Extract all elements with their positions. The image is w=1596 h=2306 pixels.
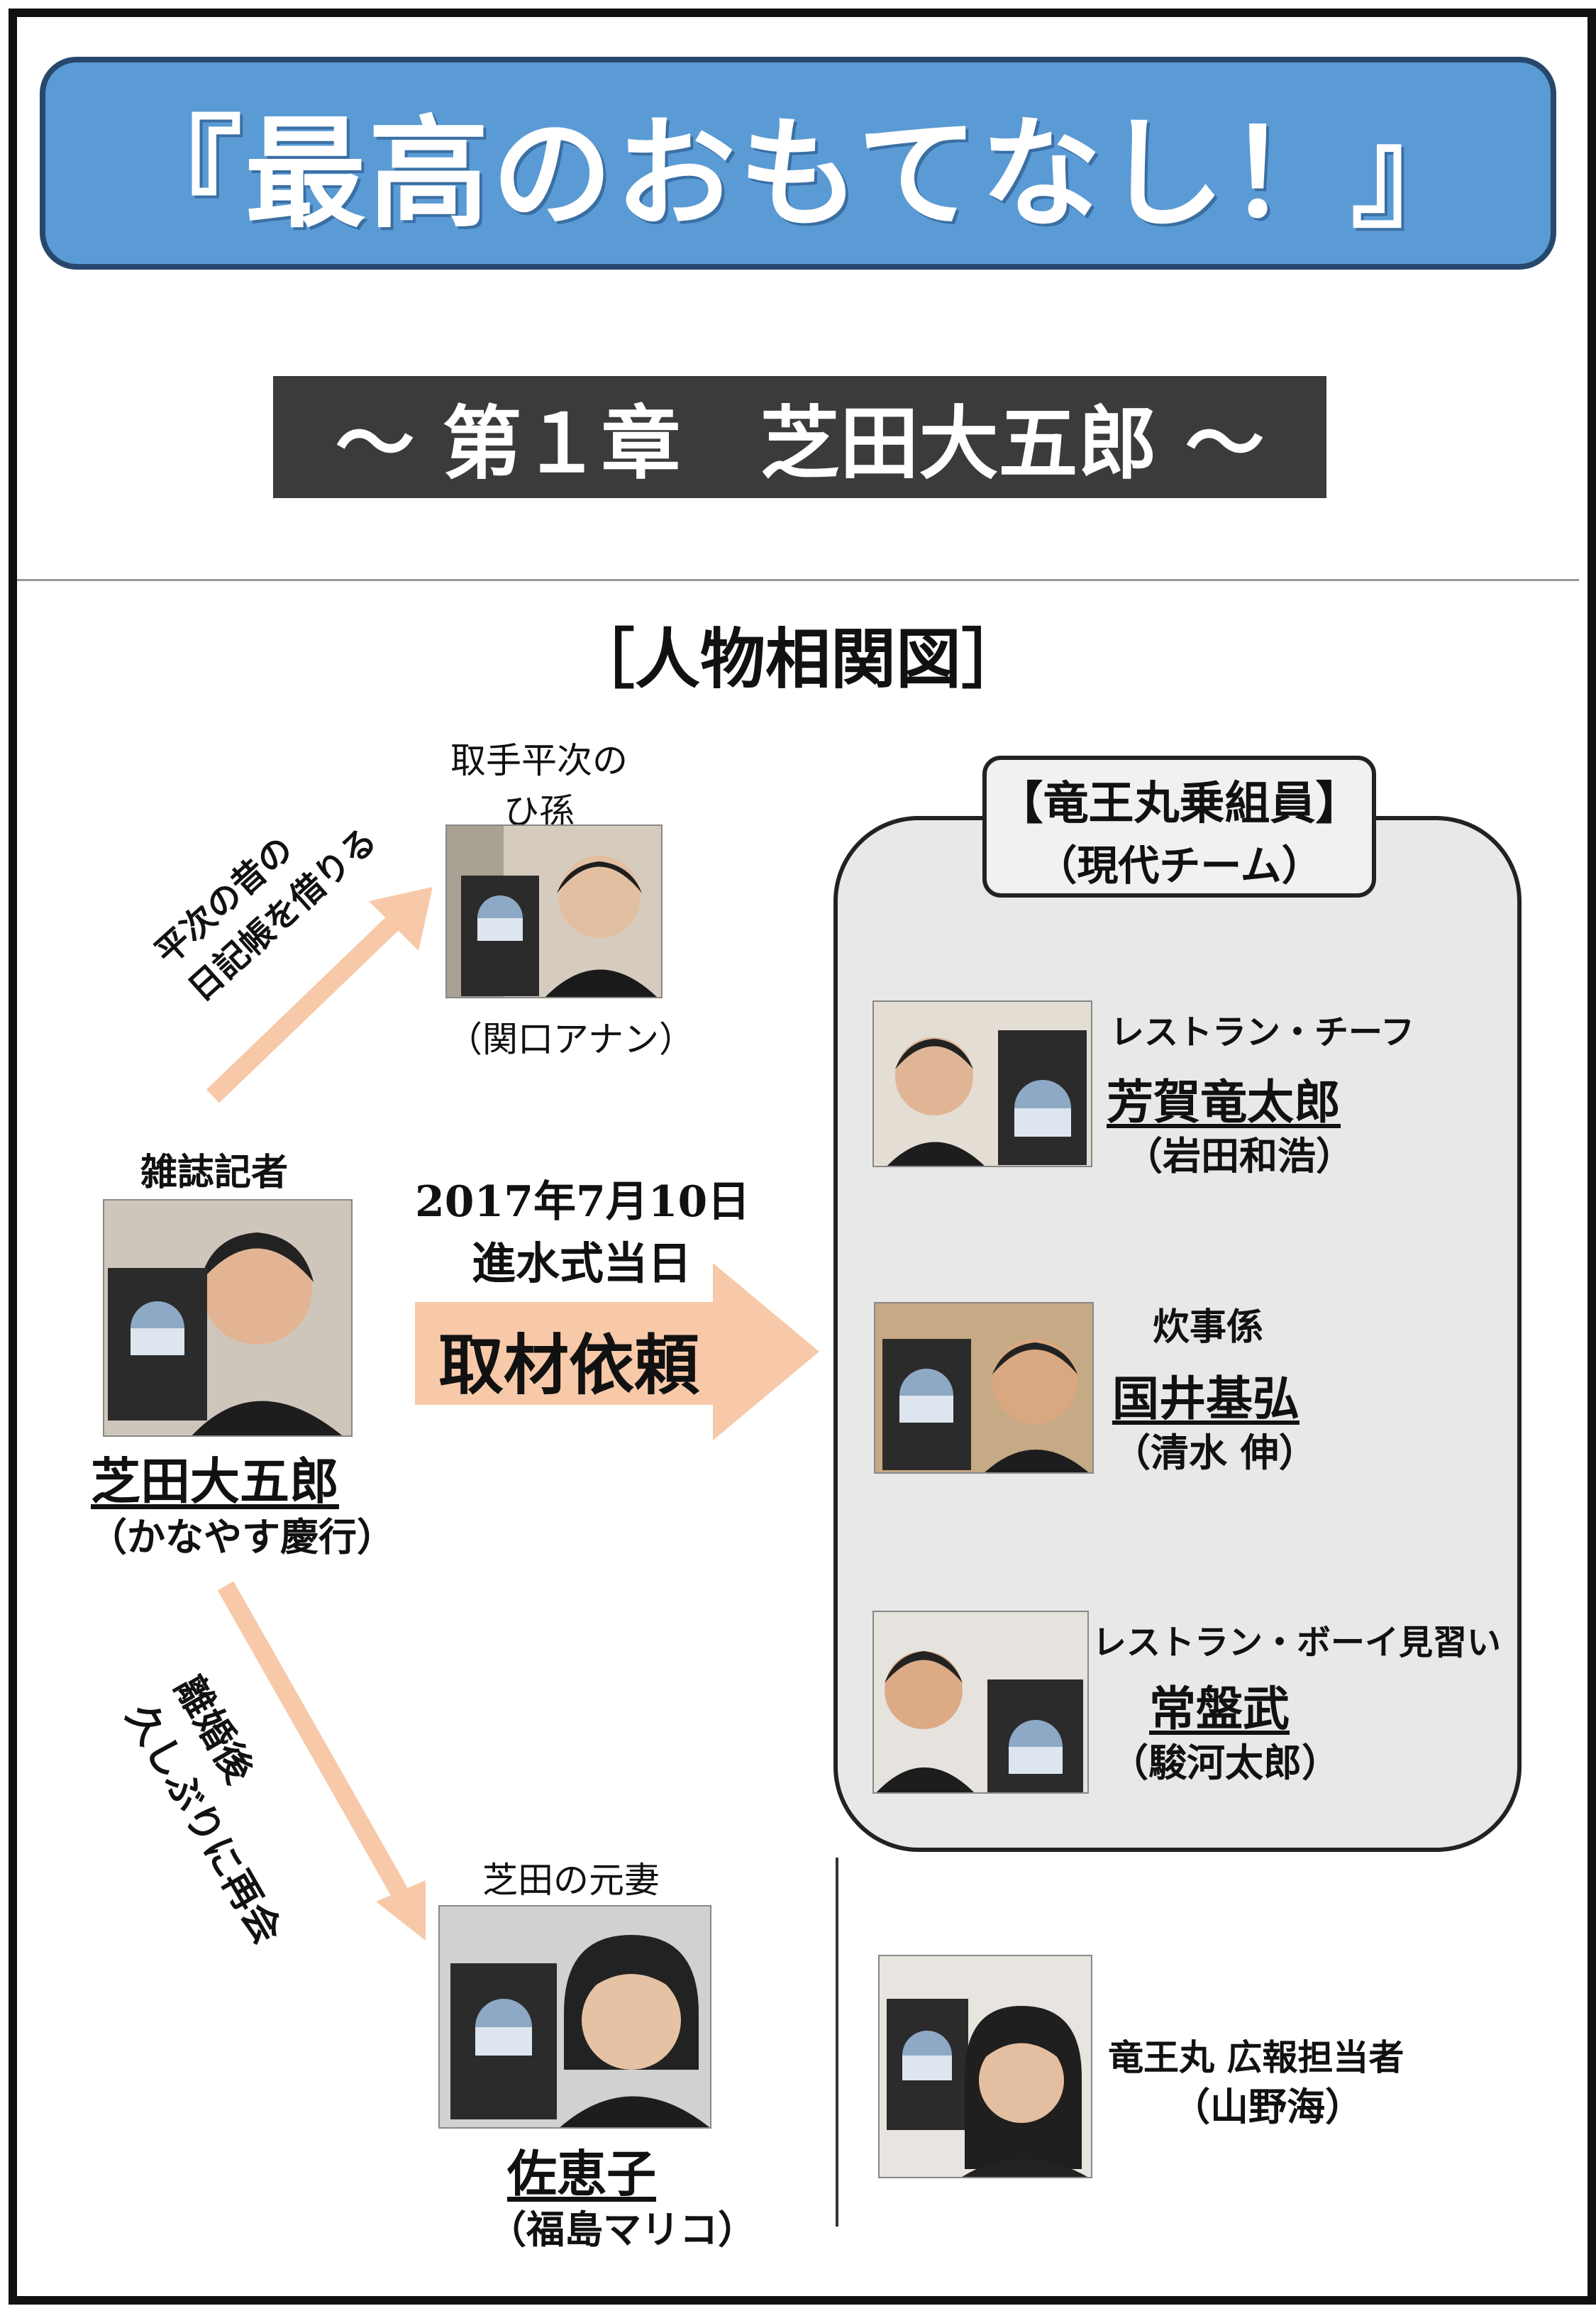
ex-wife-name: 佐恵子: [507, 2144, 656, 2203]
pr-photo: [878, 1955, 1092, 2178]
crew-member-2-role: 炊事係: [1153, 1306, 1264, 1349]
crew-member-2-photo: [874, 1302, 1094, 1474]
descendant-role-line1: 取手平次の: [450, 740, 628, 781]
interview-arrow: [415, 1263, 819, 1440]
event-date: 2017年7月10日: [415, 1177, 750, 1227]
ex-wife-photo: [438, 1905, 711, 2129]
crew-member-3-role: レストラン・ボーイ見習い: [1092, 1623, 1502, 1662]
chapter-heading: ～ 第１章 芝田大五郎 ～: [273, 376, 1326, 498]
center-person-role: 雑誌記者: [140, 1151, 289, 1194]
divider: [17, 579, 1579, 581]
ex-wife-actor: （福島マリコ）: [488, 2207, 756, 2252]
portrait-descendant: [447, 826, 661, 997]
center-person-photo: [103, 1199, 353, 1437]
crew-member-1-photo: [872, 1000, 1092, 1167]
request-label: 取材依頼: [438, 1327, 700, 1403]
crew-member-2-actor: （清水 伸）: [1112, 1430, 1317, 1475]
title-banner: 『最高のおもてなし！』: [40, 57, 1556, 270]
reunion-arrow: [217, 1581, 426, 1941]
page-frame: [9, 9, 1596, 2305]
descendant-role: 取手平次の ひ孫: [436, 732, 642, 834]
portrait-crew-member-1: [874, 1002, 1091, 1166]
center-person-actor: （かなやす慶行）: [89, 1514, 395, 1560]
descendant-photo: [445, 824, 663, 998]
portrait-pr: [880, 1956, 1091, 2177]
crew-member-2-name: 国井基弘: [1112, 1371, 1299, 1426]
crew-member-1-role: レストラン・チーフ: [1110, 1013, 1415, 1052]
page-title: 『最高のおもてなし！』: [121, 103, 1475, 245]
portrait-center-person: [104, 1201, 351, 1435]
crew-subheading: （現代チーム）: [1036, 842, 1323, 890]
diary-arrow: [206, 887, 433, 1103]
crew-member-3-name: 常盤武: [1149, 1681, 1290, 1736]
crew-heading-box: 【竜王丸乗組員】 （現代チーム）: [982, 756, 1376, 898]
center-person-name: 芝田大五郎: [91, 1452, 339, 1511]
portrait-crew-member-2: [875, 1303, 1092, 1472]
diagram-title: ［人物相関図］: [569, 621, 1026, 697]
portrait-ex-wife: [440, 1907, 710, 2127]
crew-member-1-name: 芳賀竜太郎: [1107, 1074, 1341, 1130]
crew-member-3-actor: （駿河太郎）: [1110, 1740, 1340, 1785]
crew-member-3-photo: [872, 1611, 1089, 1794]
crew-heading: 【竜王丸乗組員】: [997, 777, 1361, 830]
crew-member-1-actor: （岩田和浩）: [1124, 1133, 1354, 1179]
pr-actor: （山野海）: [1172, 2084, 1363, 2129]
ex-wife-role: 芝田の元妻: [482, 1860, 660, 1901]
portrait-crew-member-3: [874, 1612, 1087, 1792]
descendant-actor: （関口アナン）: [447, 1019, 694, 1060]
separator-line: [836, 1858, 838, 2227]
pr-role: 竜王丸 広報担当者: [1108, 2036, 1404, 2078]
event-name: 進水式当日: [471, 1237, 692, 1289]
